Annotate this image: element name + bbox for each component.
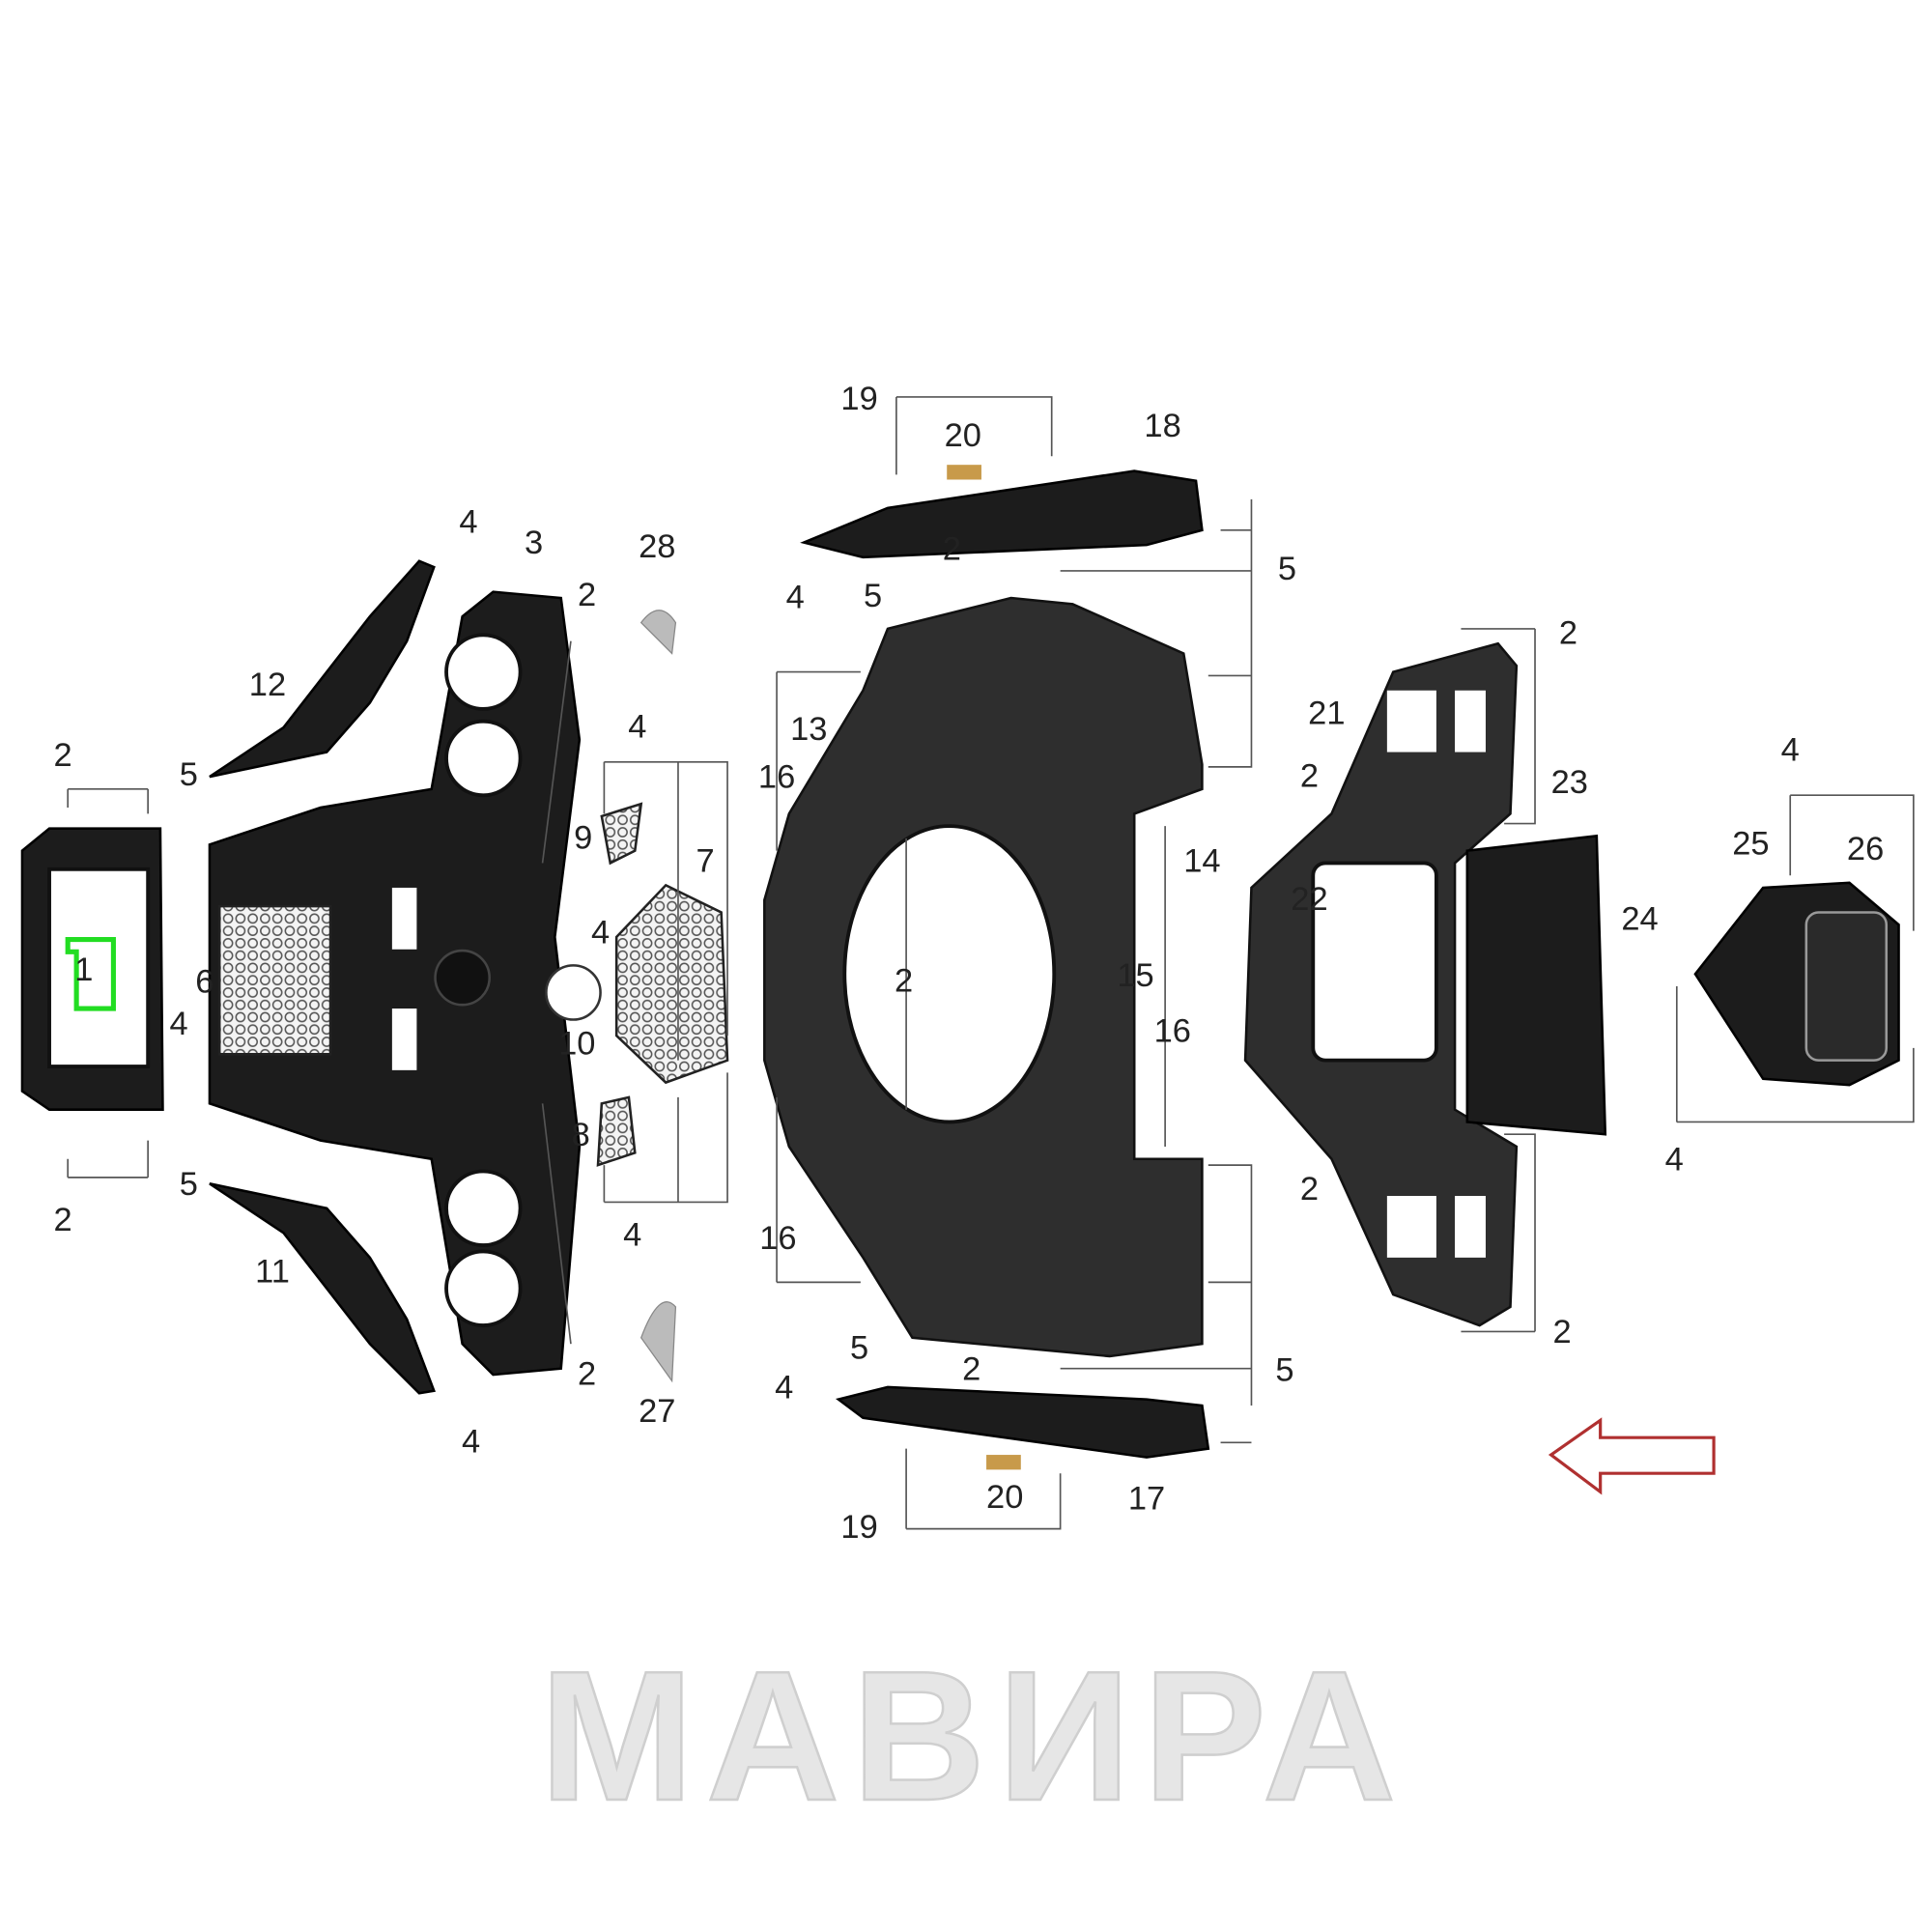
callout-label: 19 <box>840 381 877 417</box>
callout-label: 2 <box>895 962 913 999</box>
part-6-front-grille[interactable] <box>217 904 332 1056</box>
callout-label: 24 <box>1621 901 1658 938</box>
callout-label: 14 <box>1183 843 1220 880</box>
callout-label: 1 <box>74 952 93 988</box>
callout-label: 2 <box>578 577 596 613</box>
callout-label: 15 <box>1117 957 1153 994</box>
callout-label: 3 <box>525 525 543 561</box>
callout-label: 5 <box>1275 1352 1293 1389</box>
callout-label: 19 <box>840 1509 877 1546</box>
part-12-left-trim[interactable] <box>209 559 436 779</box>
callout-label: 22 <box>1291 881 1327 918</box>
callout-label: 20 <box>986 1479 1023 1516</box>
callout-label: 26 <box>1847 831 1884 867</box>
part-18-upper-rail[interactable] <box>800 469 1204 559</box>
part-27-cap[interactable] <box>639 1301 677 1383</box>
callout-label: 4 <box>786 579 805 615</box>
callout-label: 4 <box>462 1424 480 1461</box>
callout-label: 23 <box>1551 764 1588 801</box>
part-23-rear-panel[interactable] <box>1465 834 1607 1136</box>
callout-label: 2 <box>1559 614 1577 651</box>
callout-label: 6 <box>195 964 213 1001</box>
callout-label: 4 <box>628 708 646 745</box>
callout-label: 8 <box>572 1117 590 1153</box>
callout-label: 2 <box>54 737 72 774</box>
callout-label: 7 <box>696 843 714 880</box>
callout-label: 2 <box>54 1202 72 1238</box>
callout-label: 5 <box>850 1330 868 1367</box>
part-11-right-trim[interactable] <box>209 1182 437 1395</box>
part-7-grille[interactable] <box>614 883 729 1085</box>
callout-label: 4 <box>591 915 610 952</box>
callout-label: 2 <box>1300 757 1319 794</box>
callout-label: 4 <box>459 504 477 541</box>
callout-label: 9 <box>574 819 592 856</box>
part-21-rear-body[interactable] <box>1243 641 1519 1327</box>
callout-label: 4 <box>623 1216 641 1253</box>
part-20-label-lower <box>986 1455 1021 1470</box>
callout-label: 25 <box>1732 826 1769 863</box>
callout-label: 4 <box>169 1006 187 1042</box>
callout-label: 5 <box>864 578 882 614</box>
part-13-main-body[interactable] <box>763 596 1204 1358</box>
part-28-cap[interactable] <box>639 610 677 655</box>
part-25-26-tail-cover[interactable] <box>1693 881 1900 1087</box>
callout-label: 5 <box>1278 551 1296 587</box>
callout-label: 2 <box>1300 1171 1319 1208</box>
callout-label: 5 <box>180 1166 198 1203</box>
watermark: МАВИРА <box>540 1633 1408 1839</box>
callout-label: 4 <box>1781 732 1800 769</box>
callout-label: 2 <box>578 1355 596 1392</box>
callout-label: 16 <box>759 1220 796 1257</box>
callout-label: 16 <box>758 759 795 796</box>
callout-label: 2 <box>1553 1314 1572 1350</box>
part-17-lower-rail[interactable] <box>835 1385 1210 1459</box>
direction-arrow-icon <box>1548 1417 1716 1495</box>
part-10-disc[interactable] <box>545 964 602 1021</box>
callout-label: 2 <box>943 531 961 568</box>
callout-label: 17 <box>1128 1480 1165 1517</box>
callout-label: 10 <box>558 1025 595 1062</box>
callout-label: 4 <box>775 1370 793 1406</box>
part-8-small-grille[interactable] <box>596 1095 637 1167</box>
callout-label: 16 <box>1154 1013 1191 1050</box>
callout-label: 27 <box>639 1393 675 1430</box>
highlight-outline <box>65 937 116 1011</box>
part-20-label-upper <box>947 465 981 480</box>
callout-label: 12 <box>249 667 286 703</box>
part-1-front-bumper[interactable] <box>20 827 164 1111</box>
part-3-front-fascia[interactable] <box>208 590 582 1377</box>
callout-label: 21 <box>1308 695 1345 731</box>
leader-lines <box>67 396 1915 1530</box>
callout-label: 5 <box>180 756 198 793</box>
callout-label: 11 <box>255 1254 290 1291</box>
callout-label: 20 <box>945 417 981 454</box>
callout-label: 28 <box>639 528 675 565</box>
part-9-small-grille[interactable] <box>600 802 643 866</box>
callout-label: 13 <box>790 711 827 748</box>
callout-label: 2 <box>962 1350 980 1387</box>
callout-label: 4 <box>1665 1141 1684 1178</box>
callout-label: 18 <box>1144 408 1180 444</box>
